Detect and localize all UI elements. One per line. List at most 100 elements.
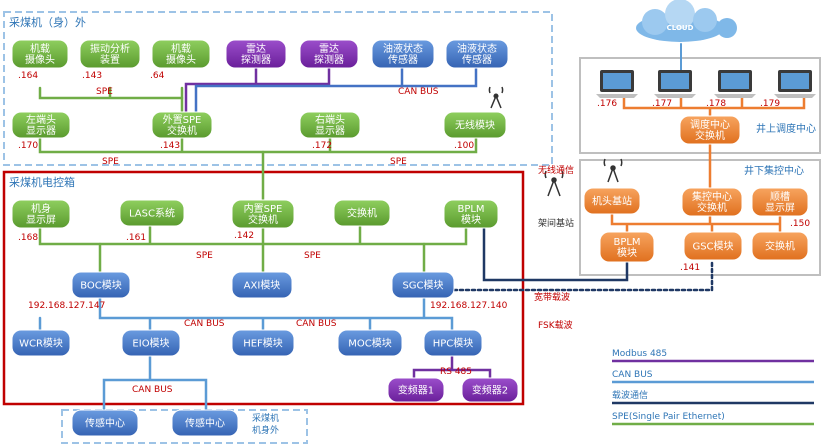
fsk-carrier-label: FSK载波 <box>538 319 573 331</box>
node-sgc: SGC模块 <box>391 271 455 299</box>
node-sensor2: 传感中心 <box>171 409 239 437</box>
spe-label-top: SPE <box>96 87 113 97</box>
node-dispatch-label-1: 交换机 <box>695 129 725 142</box>
node-sensor1-label-0: 传感中心 <box>85 417 125 430</box>
base-station-antenna-icon <box>603 158 623 183</box>
node-oil1-label-1: 传感器 <box>388 53 418 66</box>
node-moc: MOC模块 <box>337 329 403 357</box>
node-rightdisp-label-0: 右端头 <box>315 113 345 126</box>
spe-label-mid-right: SPE <box>390 157 407 167</box>
node-cam1-label-0: 机载 <box>30 42 50 55</box>
outside-bottom-title-2: 机身外 <box>252 424 279 436</box>
address-pc1: .176 <box>597 99 617 109</box>
can-box-bus <box>38 294 454 332</box>
node-headbase: 机头基站 <box>583 187 641 215</box>
laptop-icon <box>654 70 696 98</box>
node-wcr-label-0: WCR模块 <box>19 338 63 350</box>
carrier-link <box>482 220 629 282</box>
node-gsc: GSC模块 <box>683 231 743 261</box>
node-leftdisp-label-0: 左端头 <box>26 113 56 126</box>
antenna-icon <box>488 86 504 109</box>
node-switch1-label-0: 交换机 <box>347 207 377 220</box>
node-vfd2: 变频器2 <box>461 377 519 403</box>
node-headbase-label-0: 机头基站 <box>592 195 632 208</box>
address-cam1: .164 <box>18 71 38 81</box>
node-boc: BOC模块 <box>71 271 131 299</box>
node-oil2-label-0: 油液状态 <box>457 42 497 55</box>
connection-lines <box>38 43 806 412</box>
node-lasc-label-0: LASC系统 <box>129 207 175 220</box>
spe-box-bus <box>38 224 468 246</box>
outer-body-title: 采煤机（身）外 <box>9 15 86 29</box>
node-vfd1-label-0: 变频器1 <box>398 384 434 397</box>
node-bplm2-label-1: 模块 <box>617 247 637 259</box>
node-gsc-label-0: GSC模块 <box>692 241 733 253</box>
node-radar2-label-0: 雷达 <box>319 43 339 55</box>
address-sgc: 192.168.127.140 <box>430 301 508 311</box>
spe-label-mid-left: SPE <box>102 157 119 167</box>
broadband-carrier-label: 宽带载波 <box>534 291 570 303</box>
address-pc3: .178 <box>706 99 726 109</box>
can-bus-label-top: CAN BUS <box>398 87 439 97</box>
node-bplm2-label-0: BPLM <box>613 237 640 248</box>
can-oil-link <box>194 64 478 114</box>
legend-label: SPE(Single Pair Ethernet) <box>612 412 725 422</box>
node-switch2-label-0: 交换机 <box>765 240 795 253</box>
node-intspe-label-1: 交换机 <box>248 213 278 226</box>
address-pc2: .177 <box>652 99 672 109</box>
node-boc-label-0: BOC模块 <box>80 280 122 292</box>
laptops <box>596 70 816 98</box>
node-vib-label-0: 振动分析 <box>90 42 130 55</box>
address-vib: .143 <box>82 71 102 81</box>
address-boc: 192.168.127.147 <box>28 301 105 311</box>
node-radar1-label-1: 探测器 <box>241 53 271 66</box>
node-vib-label-1: 装置 <box>100 53 120 66</box>
rack-station-antenna-icon <box>544 170 564 197</box>
underground-center-frame <box>579 159 821 276</box>
node-bodydisp-label-0: 机身 <box>31 202 51 215</box>
address-extspe: .143 <box>160 141 180 151</box>
nodes: 机载摄像头振动分析装置机载摄像头雷达探测器雷达探测器油液状态传感器油液状态传感器… <box>11 39 809 437</box>
node-radar1-label-0: 雷达 <box>246 43 266 55</box>
node-eio: EIO模块 <box>121 329 181 357</box>
node-bodydisp-label-1: 显示屏 <box>26 214 56 226</box>
node-radar2-label-1: 探测器 <box>314 53 344 66</box>
can-bus-label-box-right: CAN BUS <box>296 319 337 329</box>
node-switch2: 交换机 <box>751 231 809 261</box>
cloud-label: CLOUD <box>667 24 694 32</box>
spe-label-box-right: SPE <box>304 251 321 261</box>
underground-center-title: 井下集控中心 <box>744 164 804 177</box>
can-bus-label-box-left: CAN BUS <box>184 319 225 329</box>
node-cam2-label-1: 摄像头 <box>166 53 196 66</box>
modbus-radar-link <box>184 64 331 114</box>
node-gatedisp-label-0: 顺槽 <box>770 190 790 203</box>
legend-label: 载波通信 <box>612 389 648 401</box>
node-hpc-label-0: HPC模块 <box>433 338 474 350</box>
surface-center-title: 井上调度中心 <box>756 122 816 135</box>
surface-center-frame <box>579 57 821 154</box>
spe-top-bus <box>38 86 184 100</box>
node-centralsw-label-1: 交换机 <box>697 201 727 214</box>
node-vfd2-label-0: 变频器2 <box>472 384 508 397</box>
node-intspe-label-0: 内置SPE <box>244 202 283 215</box>
laptop-icon <box>714 70 756 98</box>
address-wireless: .100 <box>454 141 474 151</box>
node-extspe-label-1: 交换机 <box>167 124 197 137</box>
node-axi-label-0: AXI模块 <box>244 280 281 292</box>
node-hpc: HPC模块 <box>423 329 483 357</box>
node-moc-label-0: MOC模块 <box>348 338 391 350</box>
node-extspe-label-0: 外置SPE <box>163 114 202 126</box>
node-dispatch-label-0: 调度中心 <box>690 118 730 131</box>
legend-item: CAN BUS <box>612 370 814 384</box>
can-sensor-link <box>102 352 208 412</box>
